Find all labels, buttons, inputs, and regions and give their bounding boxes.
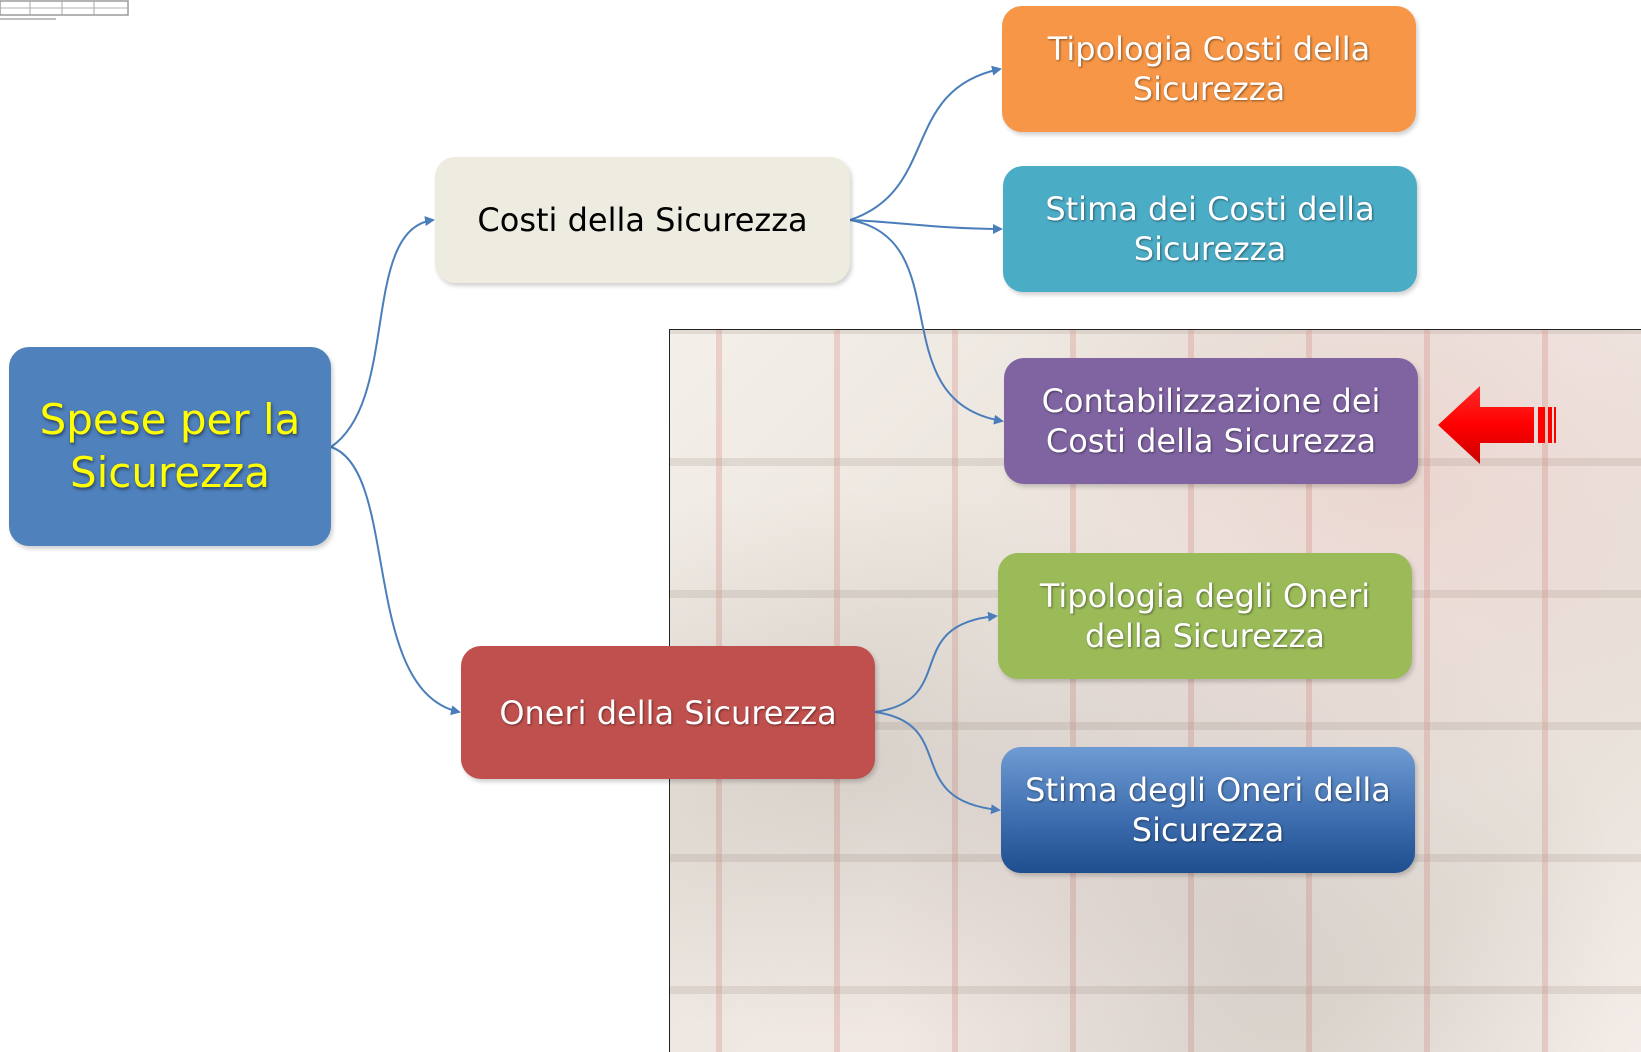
- leaf-stima-costi: Stima dei Costi della Sicurezza: [1003, 166, 1417, 292]
- leaf-label-line-1: Stima dei Costi della: [1045, 190, 1375, 228]
- logo-icon: [0, 0, 130, 22]
- connector-root-costi: [330, 216, 435, 448]
- connector-costi-leaf2: [849, 219, 1003, 234]
- leaf-label-line-2: Sicurezza: [1132, 70, 1286, 108]
- red-left-arrow-icon: [1438, 386, 1558, 464]
- leaf-tipologia-oneri: Tipologia degli Oneri della Sicurezza: [998, 553, 1412, 679]
- root-label-line-2: Sicurezza: [69, 447, 271, 497]
- leaf-tipologia-costi: Tipologia Costi della Sicurezza: [1002, 6, 1416, 132]
- root-node: Spese per la Sicurezza: [9, 347, 331, 546]
- connector-oneri-leaf4: [874, 611, 998, 713]
- connector-root-oneri: [330, 446, 461, 716]
- connector-costi-leaf3: [849, 219, 1004, 425]
- leaf-stima-oneri: Stima degli Oneri della Sicurezza: [1001, 747, 1415, 873]
- leaf-label-line-1: Stima degli Oneri della: [1025, 771, 1391, 809]
- leaf-label-line-1: Contabilizzazione dei: [1041, 382, 1381, 420]
- connector-oneri-leaf5: [874, 711, 1001, 815]
- connector-costi-leaf1: [849, 65, 1002, 221]
- leaf-label-line-1: Tipologia Costi della: [1047, 30, 1371, 68]
- leaf-contabilizzazione-costi: Contabilizzazione dei Costi della Sicure…: [1004, 358, 1418, 484]
- leaf-label-line-1: Tipologia degli Oneri: [1039, 577, 1371, 615]
- root-label-line-1: Spese per la: [39, 395, 301, 444]
- costi-node: Costi della Sicurezza: [435, 157, 850, 283]
- oneri-node: Oneri della Sicurezza: [461, 646, 875, 779]
- oneri-label: Oneri della Sicurezza: [499, 693, 837, 732]
- leaf-label-line-2: Sicurezza: [1133, 230, 1287, 268]
- costi-label: Costi della Sicurezza: [477, 201, 808, 239]
- leaf-label-line-2: Costi della Sicurezza: [1045, 422, 1377, 460]
- leaf-label-line-2: della Sicurezza: [1085, 617, 1325, 655]
- leaf-label-line-2: Sicurezza: [1131, 811, 1285, 849]
